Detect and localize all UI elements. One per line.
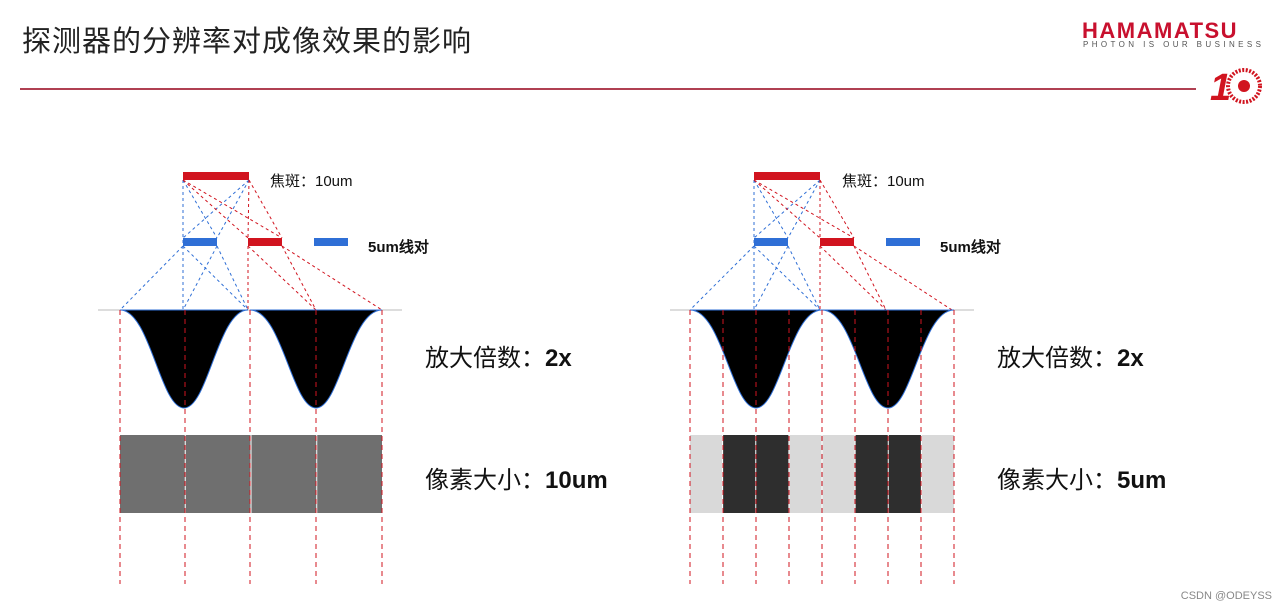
title-divider [20, 88, 1196, 90]
legend-blue-bar [886, 238, 920, 246]
pixel-boundary-lines [689, 310, 955, 584]
pixel-size-caption: 像素大小： [997, 467, 1117, 494]
magnification-caption: 放大倍数： [997, 345, 1117, 372]
magnification-label: 放大倍数：2x [997, 338, 1144, 373]
pixel-size-caption: 像素大小： [425, 467, 545, 494]
detector-pixel [120, 435, 185, 513]
pixel-row-left [120, 435, 382, 513]
line-pair-blue-bar [754, 238, 788, 246]
detector-pixel [756, 435, 789, 513]
detector-pixel [251, 435, 317, 513]
focal-spot-bar [183, 172, 249, 180]
magnification-value: 2x [1117, 345, 1144, 372]
detector-pixel [317, 435, 382, 513]
pixel-size-value: 5um [1117, 467, 1167, 494]
red-projection-lines [182, 179, 383, 311]
line-pair-label: 5um线对 [940, 239, 1001, 256]
legend-blue-bar [314, 238, 348, 246]
focal-spot-bar [754, 172, 820, 180]
detector-pixel [855, 435, 888, 513]
detector-pixel [690, 435, 723, 513]
focal-spot-label: 焦斑：10um [842, 173, 925, 190]
focal-spot-label: 焦斑：10um [270, 173, 353, 190]
pixel-row-right [690, 435, 955, 513]
detector-pixel [822, 435, 855, 513]
svg-text:1: 1 [1210, 67, 1231, 109]
watermark: CSDN @ODEYSS [1180, 590, 1272, 602]
red-projection-lines [753, 179, 953, 311]
pixel-size-label: 像素大小：10um [425, 460, 608, 495]
magnification-label: 放大倍数：2x [425, 338, 572, 373]
line-pair-red-bar [820, 238, 854, 246]
line-pair-red-bar [248, 238, 282, 246]
detector-pixel [789, 435, 822, 513]
line-pair-blue-bar [183, 238, 217, 246]
pixel-size-value: 10um [545, 467, 608, 494]
line-pair-label: 5um线对 [368, 239, 429, 256]
brand-logo: HAMAMATSU [1082, 18, 1239, 43]
magnification-value: 2x [545, 345, 572, 372]
brand-tagline: PHOTON IS OUR BUSINESS [1083, 40, 1265, 49]
intensity-peak [119, 309, 249, 409]
panel-left [98, 172, 402, 584]
anniversary-logo-icon: 1 [1210, 67, 1262, 109]
magnification-caption: 放大倍数： [425, 345, 545, 372]
detector-pixel [723, 435, 756, 513]
detector-pixel [921, 435, 955, 513]
detector-pixel [888, 435, 921, 513]
detector-pixel [185, 435, 251, 513]
slide-title: 探测器的分辨率对成像效果的影响 [22, 24, 473, 58]
pixel-size-label: 像素大小：5um [997, 460, 1166, 495]
pixel-boundary-lines [119, 310, 383, 584]
panel-right [670, 172, 974, 584]
